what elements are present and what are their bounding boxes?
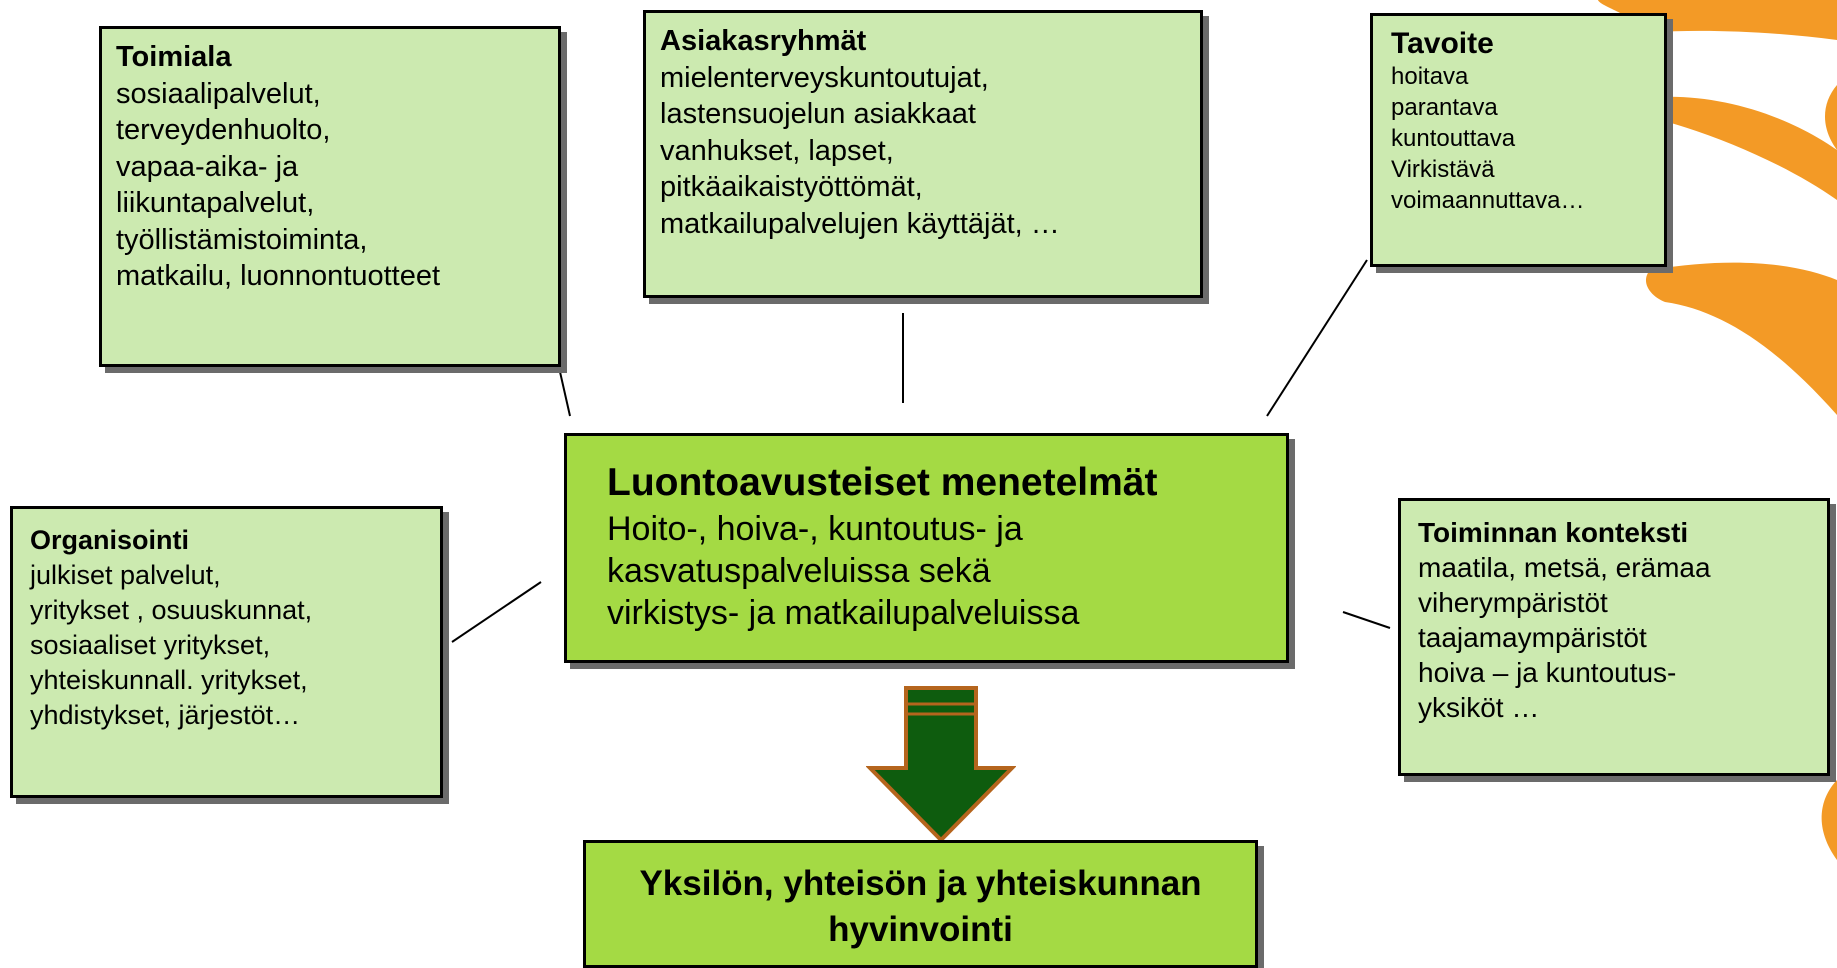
main-method-title: Luontoavusteiset menetelmät: [607, 461, 1158, 504]
asiakasryhmat-text: mielenterveyskuntoutujat, lastensuojelun…: [660, 61, 1060, 240]
main-method-text: Hoito-, hoiva-, kuntoutus- ja kasvatuspa…: [607, 510, 1080, 632]
toimiala-title: Toimiala: [116, 41, 232, 73]
connector-konteksti: [1342, 611, 1391, 629]
wellbeing-result-text: Yksilön, yhteisön ja yhteiskunnan hyvinv…: [639, 864, 1202, 949]
tavoite-title: Tavoite: [1391, 27, 1494, 60]
tavoite-text: hoitava parantava kuntouttava Virkistävä…: [1391, 63, 1585, 214]
toimiala-text: sosiaalipalvelut, terveydenhuolto, vapaa…: [116, 77, 441, 293]
wellbeing-result-box: Yksilön, yhteisön ja yhteiskunnan hyvinv…: [583, 840, 1258, 968]
organisointi-box: Organisointi julkiset palvelut, yritykse…: [10, 506, 443, 798]
organisointi-title: Organisointi: [30, 525, 190, 555]
connector-toimiala: [557, 362, 571, 417]
konteksti-title: Toiminnan konteksti: [1418, 517, 1689, 548]
main-method-box: Luontoavusteiset menetelmät Hoito-, hoiv…: [564, 433, 1289, 663]
konteksti-text: maatila, metsä, erämaa viherympäristöt t…: [1418, 552, 1711, 723]
konteksti-box: Toiminnan konteksti maatila, metsä, eräm…: [1398, 498, 1830, 776]
connector-tavoite: [1266, 259, 1368, 417]
connector-organisointi: [451, 581, 542, 643]
toimiala-box: Toimiala sosiaalipalvelut, terveydenhuol…: [99, 26, 561, 367]
asiakasryhmat-title: Asiakasryhmät: [660, 25, 867, 57]
tavoite-box: Tavoite hoitava parantava kuntouttava Vi…: [1370, 13, 1667, 267]
asiakasryhmat-box: Asiakasryhmät mielenterveyskuntoutujat, …: [643, 10, 1203, 298]
organisointi-text: julkiset palvelut, yritykset , osuuskunn…: [30, 560, 313, 730]
down-arrow-icon: [866, 686, 1016, 843]
